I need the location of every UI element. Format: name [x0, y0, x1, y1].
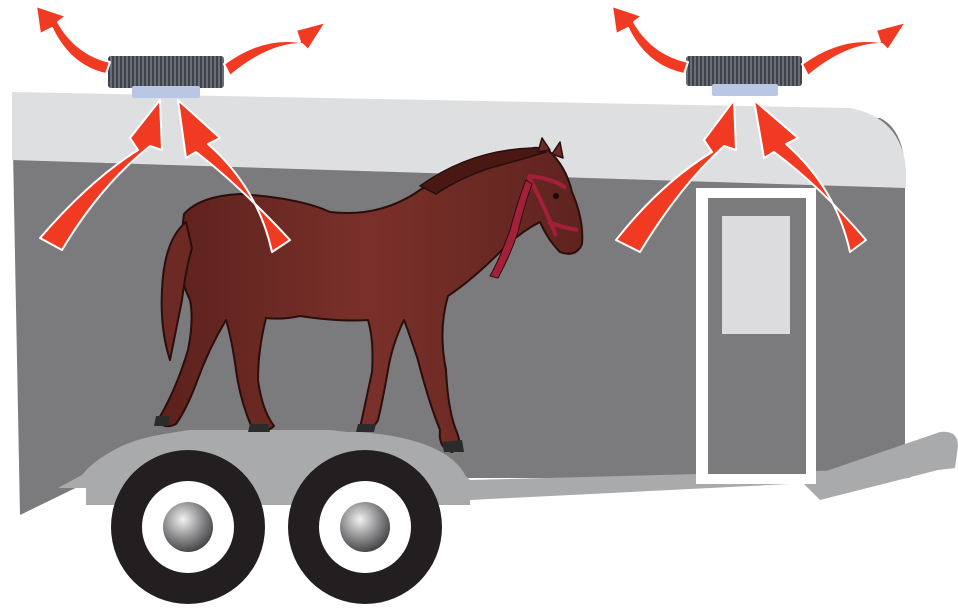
trailer-wheel-icon — [111, 450, 265, 604]
wheel-hub — [163, 502, 213, 552]
roof-vent-icon — [108, 56, 224, 98]
trailer-door-icon — [696, 188, 816, 484]
wheel-hub — [340, 502, 390, 552]
vent-base — [712, 84, 778, 96]
door-window — [722, 216, 790, 334]
airflow-arrow-icon — [36, 6, 110, 74]
airflow-arrow-icon — [802, 22, 906, 76]
roof-vents — [108, 56, 802, 98]
airflow-arrow-icon — [224, 22, 326, 76]
vent-cap — [108, 56, 224, 88]
vent-base — [132, 86, 200, 98]
roof-vent-icon — [686, 56, 802, 96]
airflow-arrow-icon — [612, 6, 688, 74]
horse-eye — [553, 193, 559, 199]
vent-cap — [686, 56, 802, 86]
trailer-wheel-icon — [288, 450, 442, 604]
